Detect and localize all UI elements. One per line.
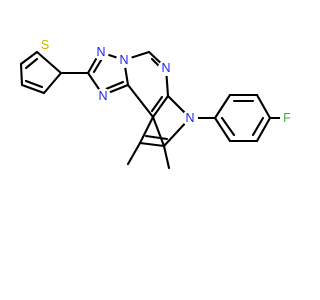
svg-text:N: N [98, 89, 107, 103]
thiophene-ring [19, 50, 63, 95]
svg-text:N: N [161, 61, 170, 75]
svg-text:S: S [41, 38, 49, 52]
methyl-bond-1 [126, 141, 142, 166]
svg-text:F: F [283, 111, 291, 125]
methyl-bond-2 [162, 144, 171, 170]
atom-label-s: S [37, 37, 53, 53]
pyrrole-ring [138, 94, 192, 148]
molecule-structure-diagram: S N N N N N F [19, 37, 294, 170]
atom-label-n-fused: N [116, 52, 132, 68]
atom-label-n-pyrimidine: N [158, 60, 174, 76]
atom-label-n-triazole-top: N [93, 44, 109, 60]
atom-label-n-triazole-bottom: N [95, 88, 111, 104]
atom-label-f: F [280, 111, 294, 125]
svg-text:N: N [96, 45, 105, 59]
atom-label-n-pyrrole: N [182, 110, 198, 126]
svg-text:N: N [185, 111, 194, 125]
svg-text:N: N [119, 53, 128, 67]
fluorophenyl-ring [213, 93, 272, 143]
